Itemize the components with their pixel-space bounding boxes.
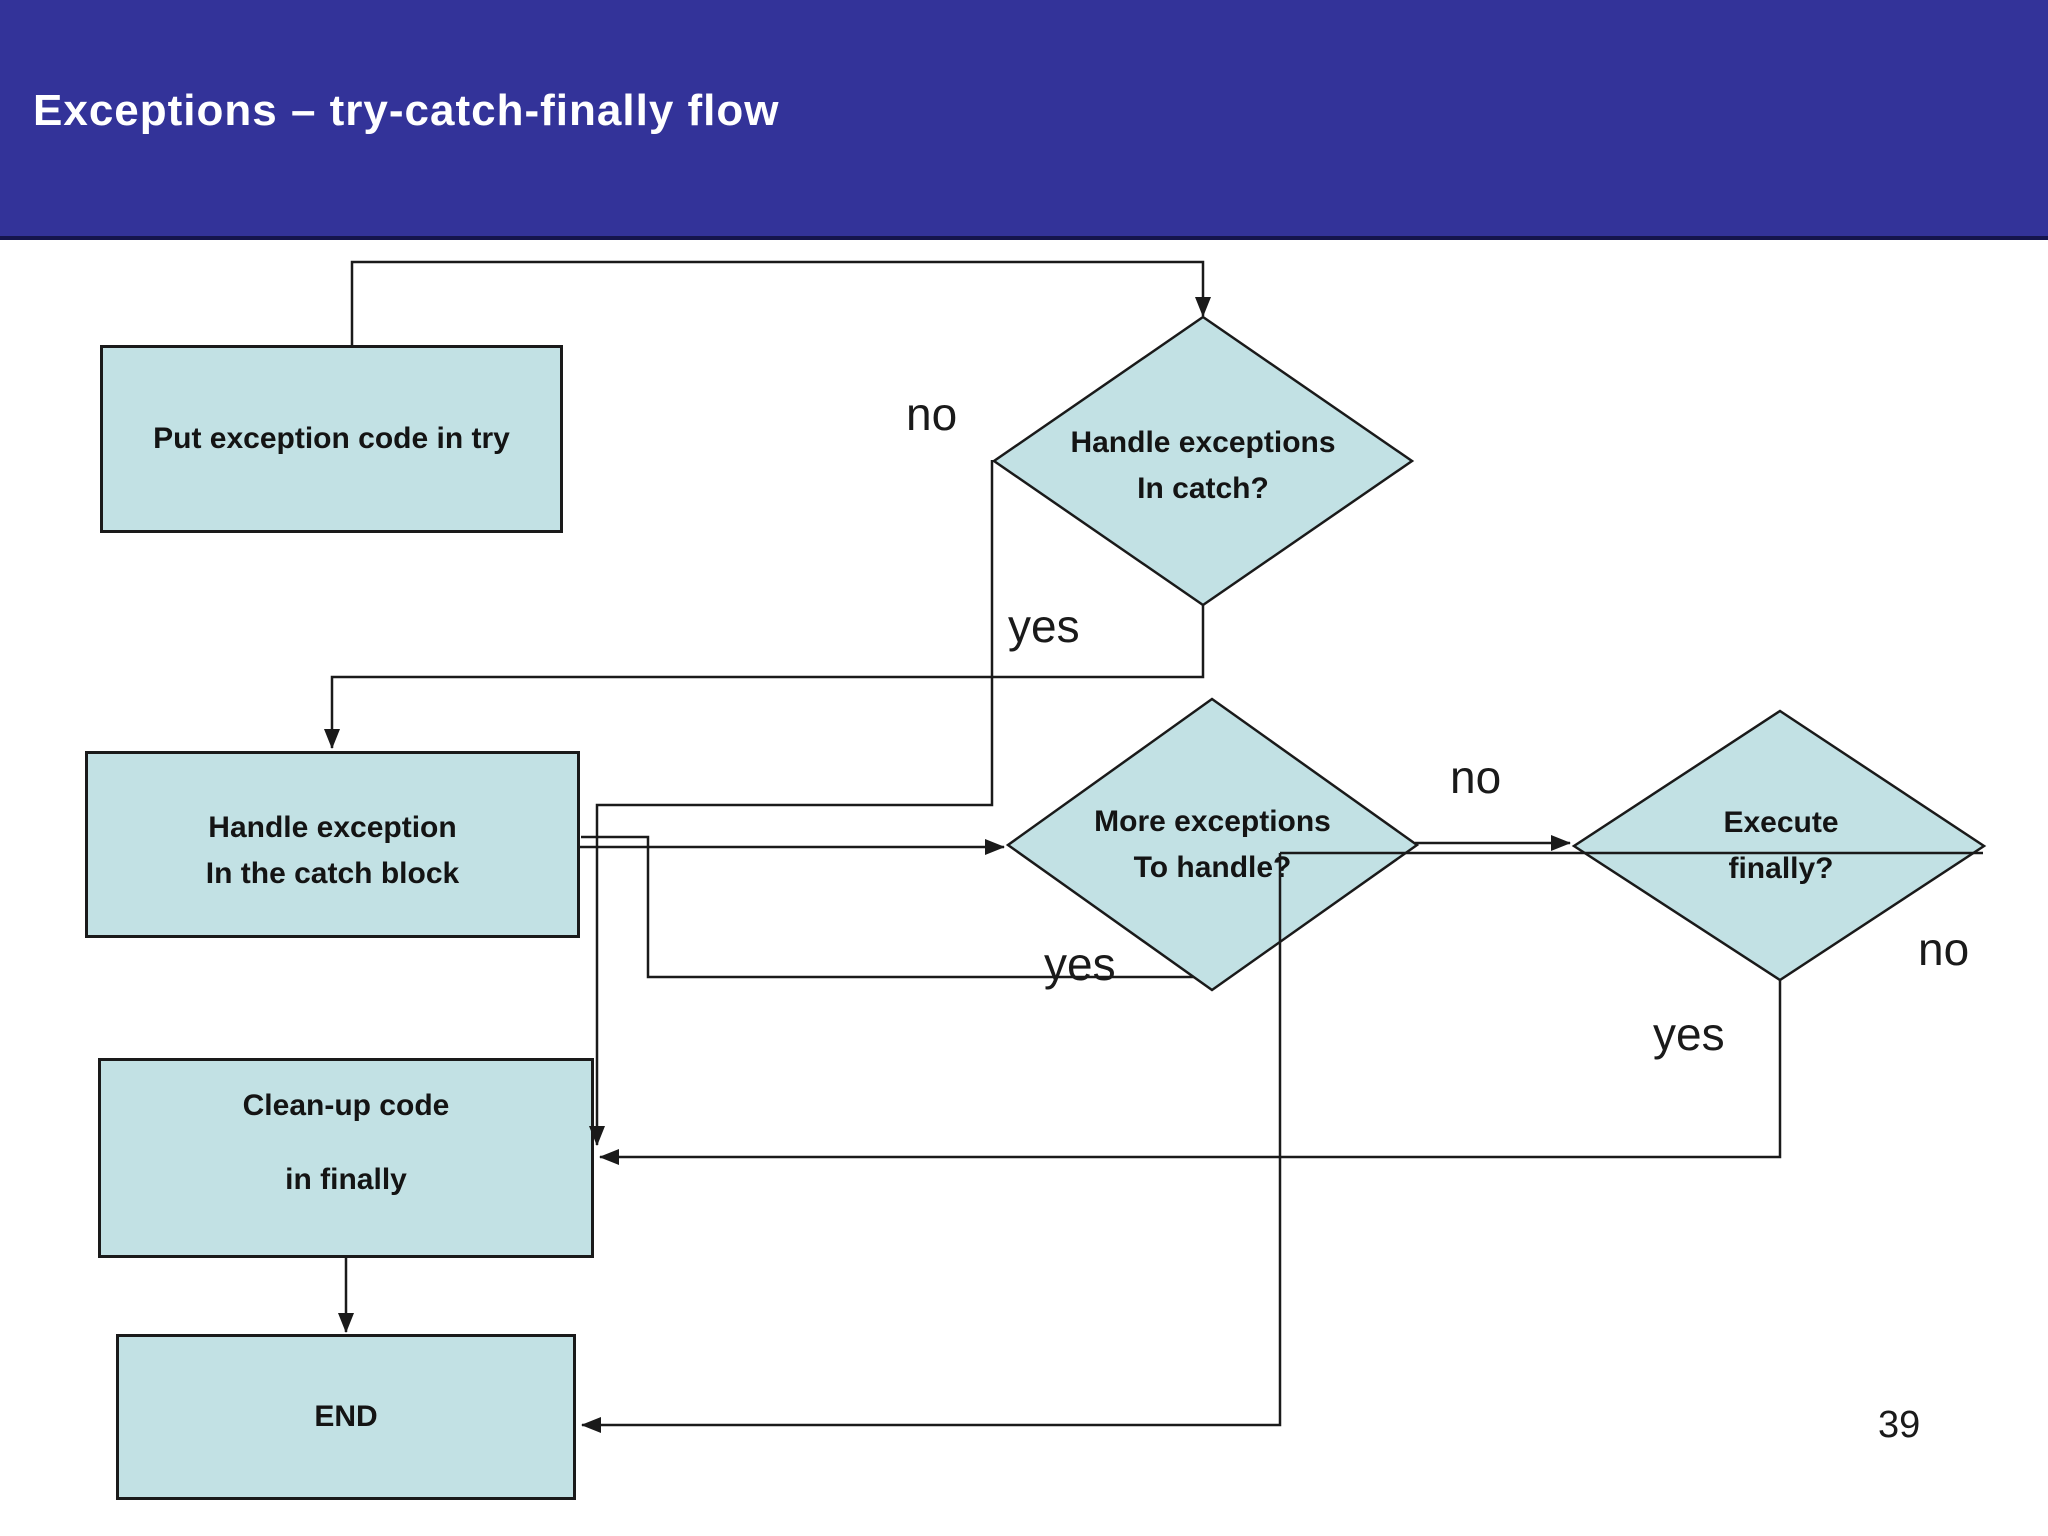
edge-label-no-handle-in-catch: no bbox=[906, 388, 958, 440]
node-label-line1: Handle exception bbox=[208, 810, 457, 844]
node-label-line2: In catch? bbox=[1137, 472, 1269, 505]
edge-label-no-execute-finally: no bbox=[1918, 923, 1970, 975]
edge-label-yes-handle-in-catch: yes bbox=[1008, 600, 1080, 652]
process-handle-exception-in-catch-block: Handle exception In the catch block bbox=[85, 751, 580, 938]
process-cleanup-code-in-finally: Clean-up code in finally bbox=[98, 1058, 594, 1258]
node-label-line1: Clean-up code bbox=[242, 1089, 450, 1122]
terminator-end: END bbox=[116, 1334, 576, 1500]
node-label-line1: More exceptions bbox=[1094, 804, 1331, 838]
node-label-line2: in finally bbox=[285, 1163, 407, 1196]
edge-handle-in-catch-no-to-cleanup bbox=[589, 460, 994, 1146]
slide-title: Exceptions – try-catch-finally flow bbox=[33, 86, 780, 135]
page-number: 39 bbox=[1878, 1404, 1921, 1446]
decision-execute-finally-label: Execute finally? bbox=[1574, 711, 1988, 980]
edge-label-yes-more-exceptions: yes bbox=[1044, 938, 1116, 990]
edge-label-no-more-exceptions: no bbox=[1450, 751, 1502, 803]
node-label-line1: Handle exceptions bbox=[1070, 426, 1336, 459]
title-banner: Exceptions – try-catch-finally flow bbox=[0, 0, 2048, 240]
process-put-exception-code-in-try: Put exception code in try bbox=[100, 345, 563, 533]
node-label: END bbox=[314, 1400, 378, 1433]
node-label: Put exception code in try bbox=[153, 422, 510, 455]
edge-execute-finally-yes-to-cleanup bbox=[599, 980, 1782, 1165]
node-label-line2: finally? bbox=[1728, 851, 1834, 885]
node-label-line1: Execute bbox=[1723, 805, 1839, 839]
decision-handle-in-catch-label: Handle exceptions In catch? bbox=[994, 317, 1412, 605]
node-label-line2: In the catch block bbox=[205, 856, 460, 890]
edge-label-yes-execute-finally: yes bbox=[1653, 1008, 1725, 1060]
node-label-line2: To handle? bbox=[1133, 850, 1292, 884]
